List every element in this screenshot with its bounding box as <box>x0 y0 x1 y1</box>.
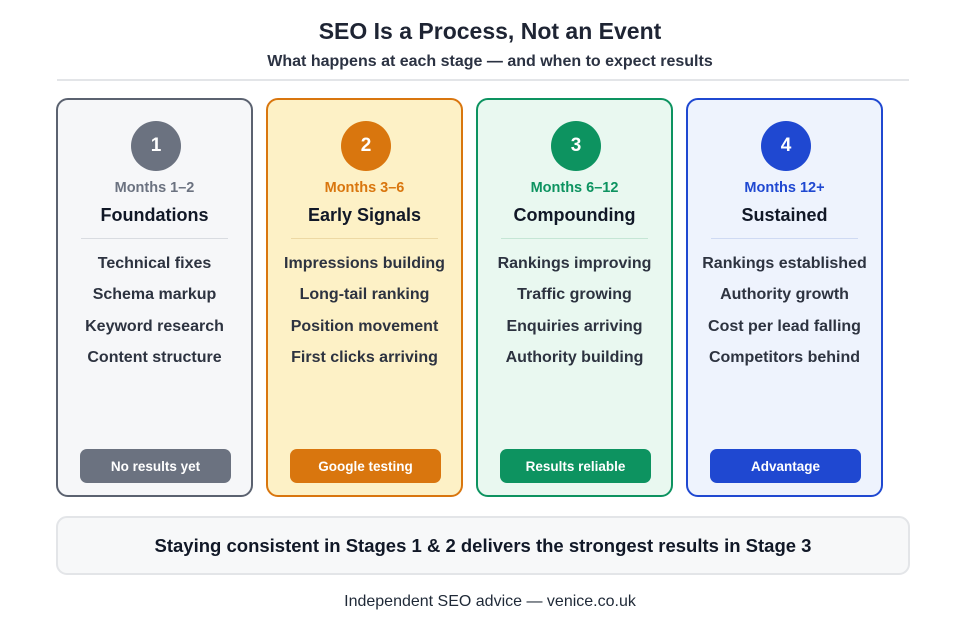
stage-activity-list: Impressions building Long-tail ranking P… <box>268 255 461 381</box>
stage-months: Months 3–6 <box>324 180 405 196</box>
stage-card-3: 3 Months 6–12 Compounding Rankings impro… <box>476 98 673 497</box>
stage-months: Months 12+ <box>744 180 825 196</box>
list-item: Authority building <box>505 349 644 367</box>
list-item: Position movement <box>290 317 439 335</box>
stage-number-badge: 2 <box>341 121 391 171</box>
stage-divider <box>501 238 648 239</box>
list-item: Technical fixes <box>97 255 212 272</box>
stage-activity-list: Rankings established Authority growth Co… <box>688 255 881 381</box>
footer-credit: Independent SEO advice — venice.co.uk <box>344 593 636 610</box>
stage-months: Months 1–2 <box>114 180 195 196</box>
list-item: Cost per lead falling <box>708 317 861 335</box>
stage-activity-list: Rankings improving Traffic growing Enqui… <box>478 255 671 381</box>
status-badge: No results yet <box>80 449 231 483</box>
stage-name: Early Signals <box>307 205 422 225</box>
page-subtitle: What happens at each stage — and when to… <box>267 53 713 70</box>
list-item: Competitors behind <box>708 349 861 367</box>
stage-number-badge: 3 <box>551 121 601 171</box>
status-badge: Results reliable <box>500 449 651 483</box>
list-item: First clicks arriving <box>291 349 438 367</box>
stage-divider <box>711 238 858 239</box>
list-item: Enquiries arriving <box>506 317 643 335</box>
stage-card-4: 4 Months 12+ Sustained Rankings establis… <box>686 98 883 497</box>
stage-card-1: 1 Months 1–2 Foundations Technical fixes… <box>56 98 253 497</box>
stage-months: Months 6–12 <box>530 180 619 196</box>
stage-card-2: 2 Months 3–6 Early Signals Impressions b… <box>266 98 463 497</box>
list-item: Schema markup <box>92 286 217 304</box>
stage-name: Foundations <box>100 205 209 225</box>
list-item: Content structure <box>87 349 222 367</box>
list-item: Long-tail ranking <box>299 286 430 304</box>
stage-number-badge: 1 <box>131 121 181 171</box>
header-divider <box>57 79 909 81</box>
stage-divider <box>291 238 438 239</box>
stage-activity-list: Technical fixes Schema markup Keyword re… <box>58 255 251 381</box>
stage-divider <box>81 238 228 239</box>
list-item: Impressions building <box>284 255 445 272</box>
stage-name: Compounding <box>513 205 636 225</box>
list-item: Traffic growing <box>517 286 632 304</box>
list-item: Rankings established <box>702 255 867 272</box>
key-takeaway-callout: Staying consistent in Stages 1 & 2 deliv… <box>56 516 910 575</box>
list-item: Authority growth <box>720 286 849 304</box>
list-item: Rankings improving <box>497 255 652 272</box>
page-title: SEO Is a Process, Not an Event <box>318 18 662 44</box>
stage-name: Sustained <box>741 205 828 225</box>
stage-number-badge: 4 <box>761 121 811 171</box>
list-item: Keyword research <box>85 317 224 335</box>
status-badge: Advantage <box>710 449 861 483</box>
status-badge: Google testing <box>290 449 441 483</box>
